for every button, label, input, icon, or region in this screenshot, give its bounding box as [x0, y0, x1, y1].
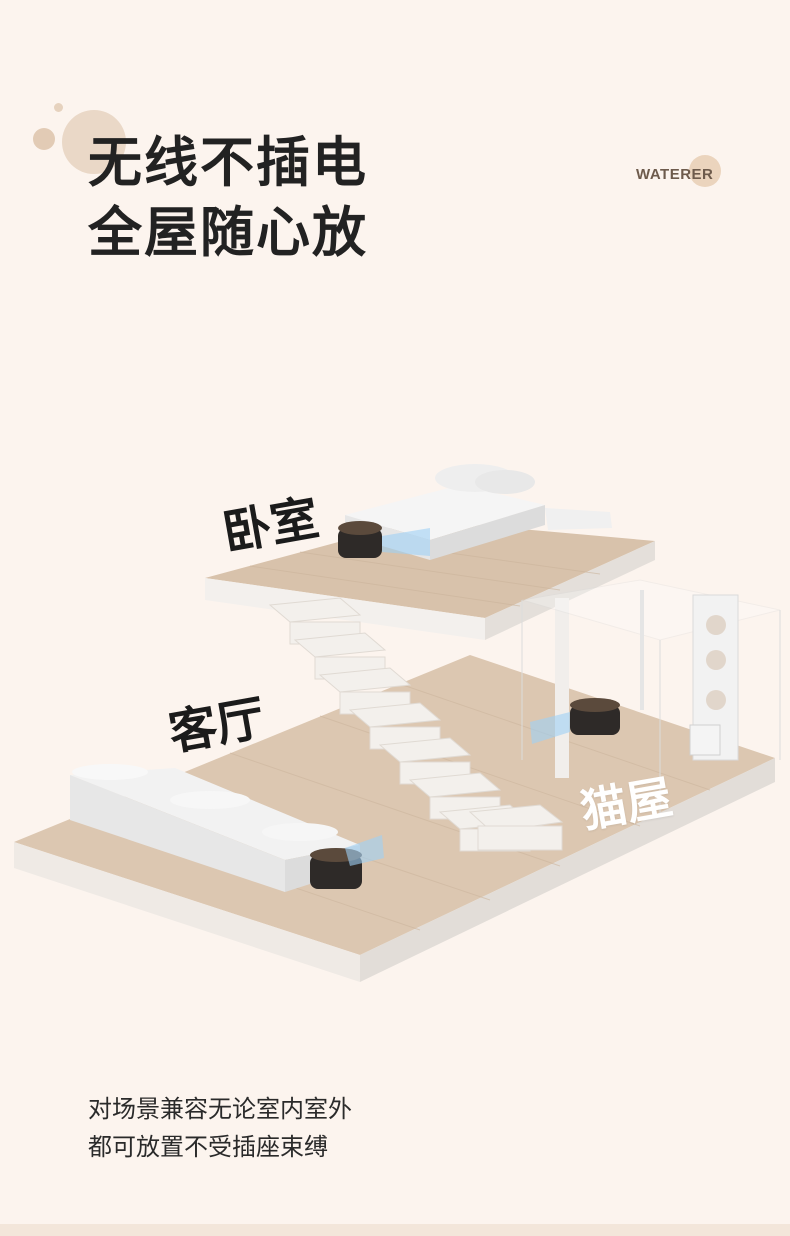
- support-pillar: [555, 598, 569, 778]
- staircase: [268, 597, 564, 852]
- headline: 无线不插电 全屋随心放: [88, 128, 368, 268]
- bedroom-waterer: [338, 521, 430, 558]
- brand-tag: WATERER: [636, 166, 714, 183]
- brand-tag-circle: [689, 155, 721, 187]
- headline-line-1: 无线不插电: [88, 131, 368, 194]
- description-line-1: 对场景兼容无论室内室外: [88, 1095, 352, 1123]
- description: 对场景兼容无论室内室外 都可放置不受插座束缚: [88, 1090, 352, 1166]
- living-room-waterer: [310, 835, 384, 889]
- cat-house-glass: [521, 579, 781, 820]
- headline-line-2: 全屋随心放: [88, 201, 368, 264]
- decor-circle-large: [62, 110, 126, 174]
- bottom-band: [0, 1224, 790, 1236]
- cat-house-waterer: [530, 698, 620, 744]
- decor-circle-small: [54, 103, 63, 112]
- decor-circle-medium: [33, 128, 55, 150]
- description-line-2: 都可放置不受插座束缚: [88, 1133, 328, 1161]
